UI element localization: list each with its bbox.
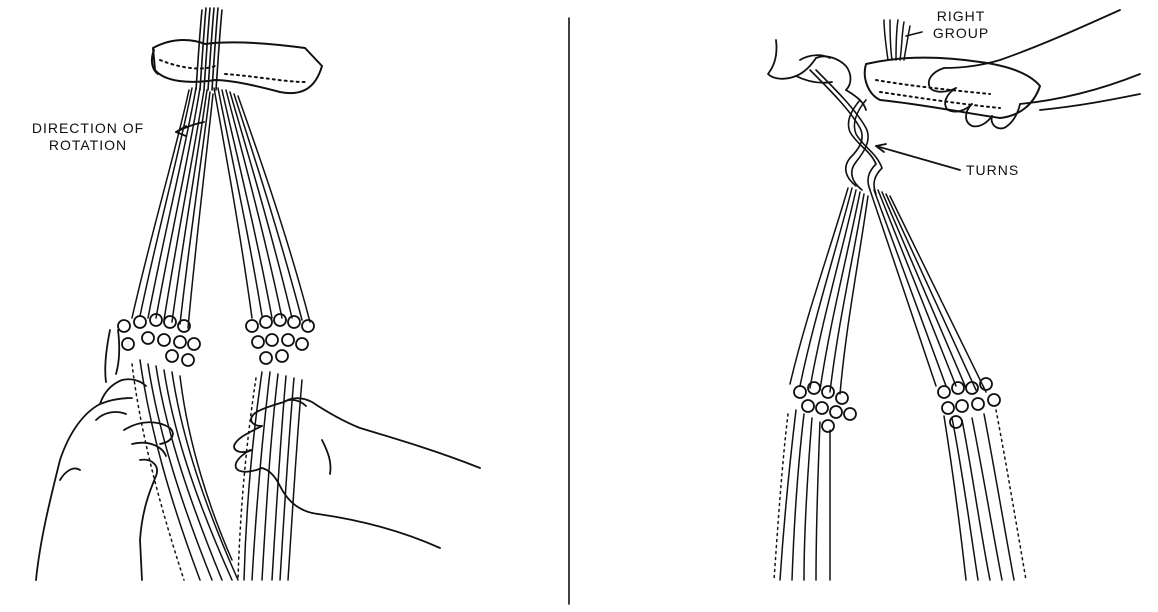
left-lower-wires-b [238, 372, 302, 580]
direction-label-line1: DIRECTION OF [8, 120, 168, 137]
turns-label: TURNS [966, 162, 1056, 179]
right-lower-wires-b [944, 410, 1026, 580]
right-bundle-a [790, 188, 868, 394]
left-top-strap [152, 40, 322, 93]
direction-of-rotation-label: DIRECTION OF ROTATION [8, 120, 168, 154]
left-hand-2 [234, 398, 480, 548]
left-hand-1 [36, 330, 173, 580]
left-connectors-a [118, 314, 200, 366]
left-bundle-b [214, 88, 310, 322]
turns-label-text: TURNS [966, 162, 1056, 179]
right-panel-drawing [768, 10, 1140, 580]
right-hand-left [768, 40, 866, 110]
right-lower-wires-a [774, 410, 830, 580]
right-top-strap [865, 58, 1040, 118]
left-lower-wires-a [132, 360, 238, 580]
left-connectors-b [246, 314, 314, 364]
right-group-label-line1: RIGHT [916, 8, 1006, 25]
left-panel-drawing [36, 8, 480, 580]
right-bundle-b [870, 190, 986, 392]
right-group-label-line2: GROUP [916, 25, 1006, 42]
direction-label-line2: ROTATION [8, 137, 168, 154]
right-connectors-b [938, 378, 1000, 428]
turns-leader [876, 146, 960, 170]
right-group-label: RIGHT GROUP [916, 8, 1006, 42]
right-top-wires [884, 20, 910, 60]
